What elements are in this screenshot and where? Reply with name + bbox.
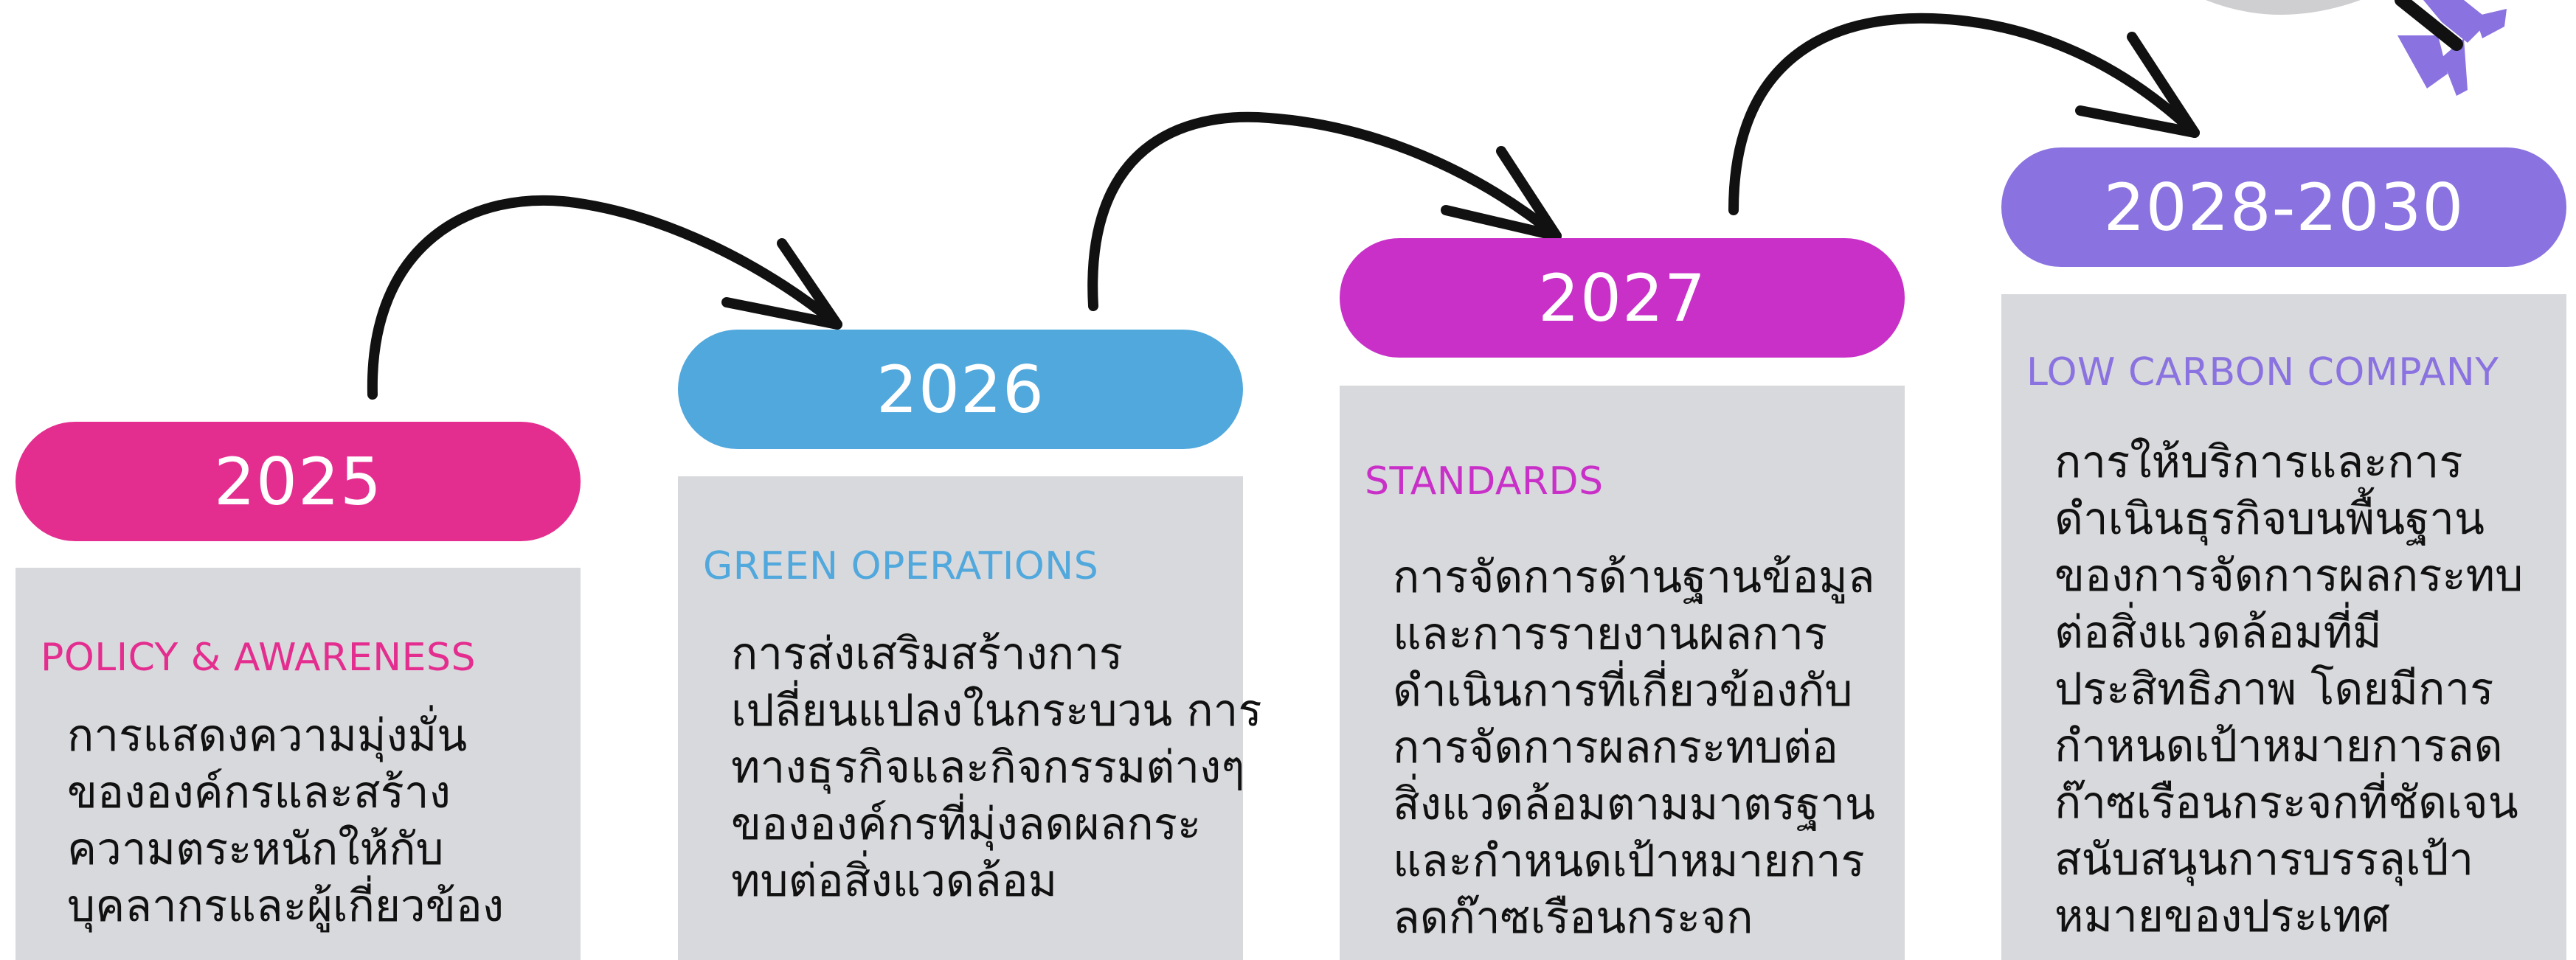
description-line: ขององค์กรและสร้าง [67,767,451,818]
step-description: การแสดงความมุ่งมั่น ขององค์กรและสร้าง คว… [67,708,504,935]
description-line: ของการจัดการผลกระทบ [2054,550,2524,602]
description-line: ดำเนินการที่เกี่ยวข้องกับ [1393,665,1853,717]
description-line: ขององค์กรที่มุ่งลดผลกระ [731,799,1202,850]
step-title: GREEN OPERATIONS [703,544,1099,588]
step-title: LOW CARBON COMPANY [2026,350,2499,394]
step-description: การจัดการด้านฐานข้อมูล และการรายงานผลการ… [1393,549,1875,947]
arrow-2026-to-2027 [1087,111,1562,311]
step-card-2025: POLICY & AWARENESS การแสดงความมุ่งมั่น ข… [15,568,581,960]
step-card-2028-2030: LOW CARBON COMPANY การให้บริการและการ ดำ… [2001,294,2566,960]
description-line: ประสิทธิภาพ โดยมีการ [2054,664,2494,715]
year-pill-2027: 2027 [1340,238,1905,358]
step-title: STANDARDS [1365,459,1604,504]
arrow-2027-to-2028 [1728,13,2200,215]
description-line: ความตระหนักให้กับ [67,824,444,875]
description-line: และการรายงานผลการ [1393,608,1828,660]
step-card-2027: STANDARDS การจัดการด้านฐานข้อมูล และการร… [1340,386,1905,960]
arrow-2025-to-2026 [367,195,842,400]
circle-decoration [2206,0,2361,15]
description-line: สิ่งแวดล้อมตามมาตรฐาน [1393,779,1876,830]
year-label: 2026 [876,351,1045,428]
description-line: ก๊าซเรือนกระจกที่ชัดเจน [2054,777,2518,829]
step-description: การให้บริการและการ ดำเนินธุรกิจบนพื้นฐาน… [2054,434,2523,945]
description-line: บุคลากรและผู้เกี่ยวข้อง [67,880,505,932]
step-title: POLICY & AWARENESS [41,636,476,680]
description-line: การจัดการด้านฐานข้อมูล [1393,552,1875,603]
description-line: ทบต่อสิ่งแวดล้อม [731,855,1058,907]
description-line: หมายของประเทศ [2054,891,2390,942]
description-line: การให้บริการและการ [2054,436,2463,488]
step-card-2026: GREEN OPERATIONS การส่งเสริมสร้างการ เปล… [678,476,1262,960]
year-label: 2027 [1538,260,1706,336]
description-line: และกำหนดเป้าหมายการ [1393,835,1865,887]
description-line: เปลี่ยนแปลงในกระบวน การ [731,685,1262,737]
description-line: ทางธุรกิจและกิจกรรมต่างๆ [731,742,1245,793]
year-label: 2025 [214,443,382,520]
step-description: การส่งเสริมสร้างการ เปลี่ยนแปลงในกระบวน … [731,626,1262,910]
rocket-icon [2397,0,2507,96]
description-line: การส่งเสริมสร้างการ [731,628,1123,680]
description-line: กำหนดเป้าหมายการลด [2054,720,2503,772]
description-line: การแสดงความมุ่งมั่น [67,710,468,762]
description-line: ต่อสิ่งแวดล้อมที่มี [2054,607,2382,658]
year-pill-2028-2030: 2028-2030 [2001,147,2566,267]
year-label: 2028-2030 [2103,169,2465,246]
description-line: ลดก๊าซเรือนกระจก [1393,892,1753,944]
description-line: ดำเนินธุรกิจบนพื้นฐาน [2054,493,2485,545]
description-line: สนับสนุนการบรรลุเป้า [2054,834,2474,886]
description-line: การจัดการผลกระทบต่อ [1393,722,1838,773]
year-pill-2026: 2026 [678,330,1243,449]
year-pill-2025: 2025 [15,422,581,541]
